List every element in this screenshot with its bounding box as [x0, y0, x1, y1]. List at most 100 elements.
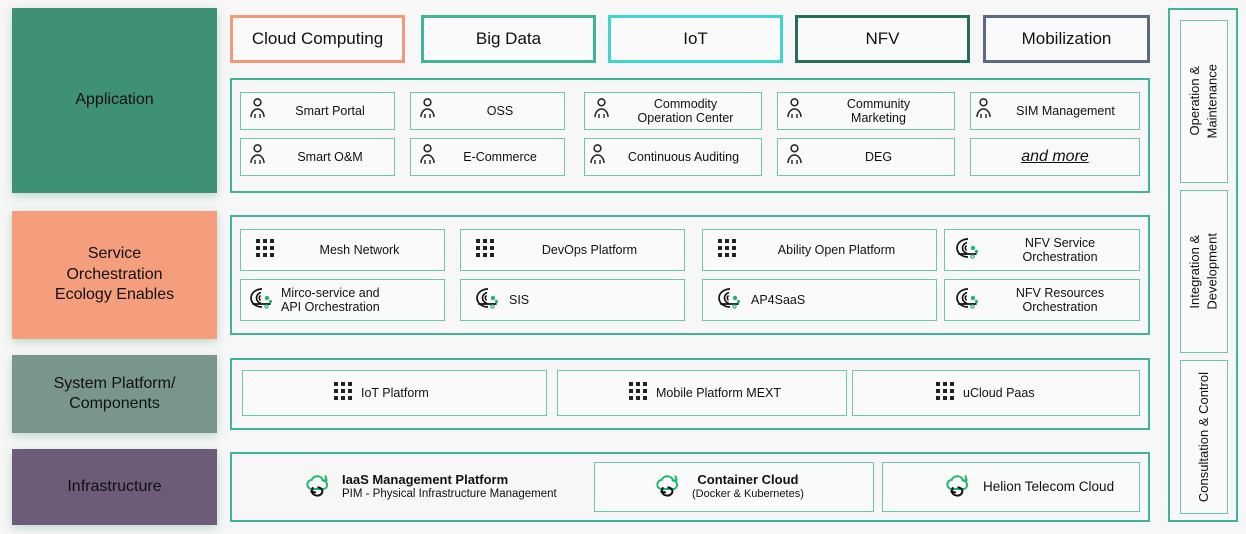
- app-item-and-more[interactable]: and more: [970, 138, 1140, 176]
- system-item-mobile-platform-mext[interactable]: Mobile Platform MEXT: [557, 370, 847, 416]
- app-item-label: Commodity Operation Center: [637, 96, 734, 125]
- system-item-label: Mobile Platform MEXT: [656, 385, 782, 400]
- app-item-label: SIM Management: [1016, 103, 1115, 118]
- person-icon: [419, 144, 436, 169]
- app-item-label: Smart O&M: [297, 149, 363, 164]
- dot-grid-icon: [935, 381, 955, 404]
- person-icon: [589, 144, 606, 169]
- dot-grid-icon: [628, 381, 648, 404]
- service-item-nfv-service-orchestration[interactable]: NFV Service Orchestration: [944, 229, 1140, 271]
- app-item-e-commerce[interactable]: E-Commerce: [410, 138, 565, 176]
- app-item-community-marketing[interactable]: Community Marketing: [777, 92, 955, 130]
- person-icon: [786, 98, 803, 123]
- service-item-label: Mesh Network: [319, 242, 400, 257]
- category-chip-nfv[interactable]: NFV: [795, 15, 970, 63]
- side-item-label: Consultation & Control: [1196, 371, 1212, 503]
- service-item-sis[interactable]: SIS: [460, 279, 685, 321]
- app-item-smart-portal[interactable]: Smart Portal: [240, 92, 395, 130]
- cloud-refresh-icon: [653, 472, 683, 501]
- infra-item-text: Container Cloud (Docker & Kubernetes): [683, 472, 804, 501]
- category-chip-label: Cloud Computing: [251, 29, 384, 48]
- side-item-consultation-control[interactable]: Consultation & Control: [1180, 360, 1228, 514]
- infra-item-title: Container Cloud: [697, 472, 799, 488]
- category-chip-label: Big Data: [475, 29, 542, 48]
- category-chip-label: NFV: [865, 29, 900, 48]
- infra-item-title: Helion Telecom Cloud: [983, 479, 1115, 495]
- orchestration-icon: [955, 286, 981, 313]
- app-item-label: and more: [1021, 147, 1089, 165]
- orchestration-icon: [717, 286, 743, 313]
- system-item-ucloud-paas[interactable]: uCloud Paas: [852, 370, 1140, 416]
- layer-label-application: Application: [12, 8, 217, 193]
- app-item-label: Community Marketing: [846, 96, 911, 125]
- infra-item-iaas-management-platform[interactable]: IaaS Management Platform PIM - Physical …: [242, 462, 582, 512]
- infra-item-subtitle: PIM - Physical Infrastructure Management: [342, 487, 557, 500]
- category-chip-label: Mobilization: [1021, 29, 1112, 48]
- side-item-integration-development[interactable]: Integration & Development: [1180, 190, 1228, 353]
- application-panel: Smart Portal OSS: [230, 78, 1150, 193]
- infra-item-container-cloud[interactable]: Container Cloud (Docker & Kubernetes): [594, 462, 874, 512]
- person-icon: [975, 98, 992, 123]
- layer-label-text: System Platform/ Components: [53, 374, 176, 412]
- app-item-label: E-Commerce: [463, 149, 537, 164]
- service-item-ability-open-platform[interactable]: Ability Open Platform: [702, 229, 937, 271]
- infra-item-text: IaaS Management Platform PIM - Physical …: [333, 471, 557, 501]
- service-item-label: AP4SaaS: [751, 292, 806, 307]
- side-column-panel: Operation & Maintenance Integration & De…: [1168, 8, 1238, 522]
- app-item-sim-management[interactable]: SIM Management: [970, 92, 1140, 130]
- service-item-label: SIS: [509, 292, 530, 307]
- system-item-label: IoT Platform: [361, 385, 429, 400]
- infra-item-helion-telecom-cloud[interactable]: Helion Telecom Cloud: [882, 462, 1140, 512]
- service-orchestration-panel: Mesh Network DevOps Platform: [230, 215, 1150, 335]
- app-item-oss[interactable]: OSS: [410, 92, 565, 130]
- app-item-continuous-auditing[interactable]: Continuous Auditing: [584, 138, 762, 176]
- person-icon: [419, 98, 436, 123]
- app-item-label: OSS: [486, 103, 514, 118]
- orchestration-icon: [249, 286, 275, 313]
- system-item-label: uCloud Paas: [963, 385, 1035, 400]
- service-item-label: NFV Resources Orchestration: [1015, 285, 1105, 314]
- app-item-commodity-operation-center[interactable]: Commodity Operation Center: [584, 92, 762, 130]
- dot-grid-icon: [333, 381, 353, 404]
- layer-label-text: Application: [75, 91, 154, 109]
- person-icon: [593, 98, 610, 123]
- service-item-label: NFV Service Orchestration: [1022, 235, 1098, 264]
- orchestration-icon: [955, 236, 981, 263]
- person-icon: [249, 98, 266, 123]
- service-item-nfv-resources-orchestration[interactable]: NFV Resources Orchestration: [944, 279, 1140, 321]
- infra-item-title: IaaS Management Platform: [342, 471, 509, 487]
- category-chip-cloud-computing[interactable]: Cloud Computing: [230, 15, 405, 63]
- app-item-label: Smart Portal: [295, 103, 365, 118]
- side-item-label: Integration & Development: [1187, 233, 1220, 310]
- service-item-label: Ability Open Platform: [777, 242, 896, 257]
- service-item-label: Mirco-service and API Orchestration: [281, 285, 380, 314]
- cloud-refresh-icon: [303, 472, 333, 501]
- side-item-label: Operation & Maintenance: [1187, 64, 1220, 139]
- layer-label-service: Service Orchestration Ecology Enables: [12, 211, 217, 339]
- layer-label-text: Infrastructure: [67, 477, 162, 495]
- infra-item-subtitle: (Docker & Kubernetes): [692, 488, 804, 501]
- person-icon: [249, 144, 266, 169]
- side-item-operation-maintenance[interactable]: Operation & Maintenance: [1180, 20, 1228, 183]
- system-platform-panel: IoT Platform Mobile Platform MEXT: [230, 358, 1150, 430]
- service-item-ap4saas[interactable]: AP4SaaS: [702, 279, 937, 321]
- layer-label-system: System Platform/ Components: [12, 355, 217, 433]
- category-chip-big-data[interactable]: Big Data: [421, 15, 596, 63]
- system-item-iot-platform[interactable]: IoT Platform: [242, 370, 547, 416]
- person-icon: [786, 144, 803, 169]
- service-item-mirco-service-api-orchestration[interactable]: Mirco-service and API Orchestration: [240, 279, 445, 321]
- cloud-refresh-icon: [943, 472, 973, 501]
- app-item-label: DEG: [864, 149, 893, 164]
- infrastructure-panel: IaaS Management Platform PIM - Physical …: [230, 452, 1150, 522]
- service-item-label: DevOps Platform: [541, 242, 638, 257]
- app-item-label: Continuous Auditing: [627, 149, 740, 164]
- category-chip-mobilization[interactable]: Mobilization: [983, 15, 1150, 63]
- category-chip-iot[interactable]: IoT: [608, 15, 783, 63]
- service-item-devops-platform[interactable]: DevOps Platform: [460, 229, 685, 271]
- app-item-deg[interactable]: DEG: [777, 138, 955, 176]
- dot-grid-icon: [717, 238, 737, 261]
- app-item-smart-om[interactable]: Smart O&M: [240, 138, 395, 176]
- category-chip-label: IoT: [683, 29, 708, 48]
- service-item-mesh-network[interactable]: Mesh Network: [240, 229, 445, 271]
